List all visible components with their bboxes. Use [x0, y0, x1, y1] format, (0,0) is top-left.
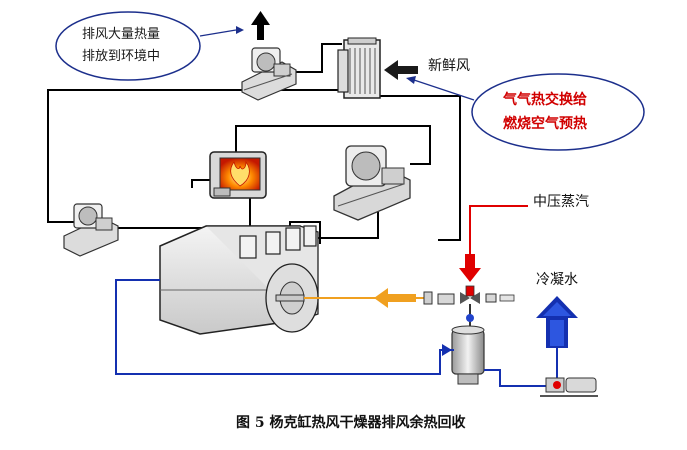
duct-big-loop: [47, 89, 340, 223]
condensate-up-arrow: [536, 296, 578, 348]
heat-exchange-bubble-line1: 气气热交换给: [503, 92, 587, 108]
fresh-air-arrow: [384, 60, 418, 80]
fresh-air-label: 新鲜风: [428, 58, 470, 74]
heat-exchange-bubble-pointer: [406, 76, 475, 101]
heat-exchange-bubble-line2: 燃烧空气预热: [503, 116, 587, 132]
steam-label: 中压蒸汽: [533, 194, 589, 210]
tank-to-pump-line: [484, 369, 546, 387]
air-heat-exchanger: [337, 37, 381, 99]
exhaust-bubble-pointer: [199, 26, 244, 37]
burner-box: [209, 151, 267, 199]
steam-valve: [437, 285, 515, 326]
hot-steam-line: [304, 288, 433, 308]
steam-inlet-line: [459, 205, 528, 282]
duct-exhaust-to-exchanger: [292, 43, 342, 73]
left-combustion-fan: [63, 203, 119, 257]
blue-small-arrow: [442, 344, 452, 356]
condensate-tank: [451, 325, 485, 385]
right-circulation-fan: [333, 145, 411, 221]
exhaust-bubble-outline: [55, 11, 201, 81]
exhaust-up-arrow: [251, 11, 270, 40]
duct-exchanger-down-right: [380, 95, 461, 241]
yankee-dryer: [159, 225, 319, 335]
heat-exchange-bubble-outline: [471, 73, 645, 151]
condensate-pump: [540, 377, 598, 397]
figure-caption: 图 5 杨克缸热风干燥器排风余热回收: [236, 415, 466, 431]
exhaust-bubble-line1: 排风大量热量: [82, 27, 161, 42]
condensate-label: 冷凝水: [536, 272, 578, 288]
duct-burner-top: [235, 125, 431, 165]
exhaust-fan-top: [241, 47, 297, 101]
flame-icon: [230, 160, 250, 187]
duct-burner-left: [191, 179, 212, 188]
exhaust-bubble-line2: 排放到环境中: [82, 49, 161, 64]
